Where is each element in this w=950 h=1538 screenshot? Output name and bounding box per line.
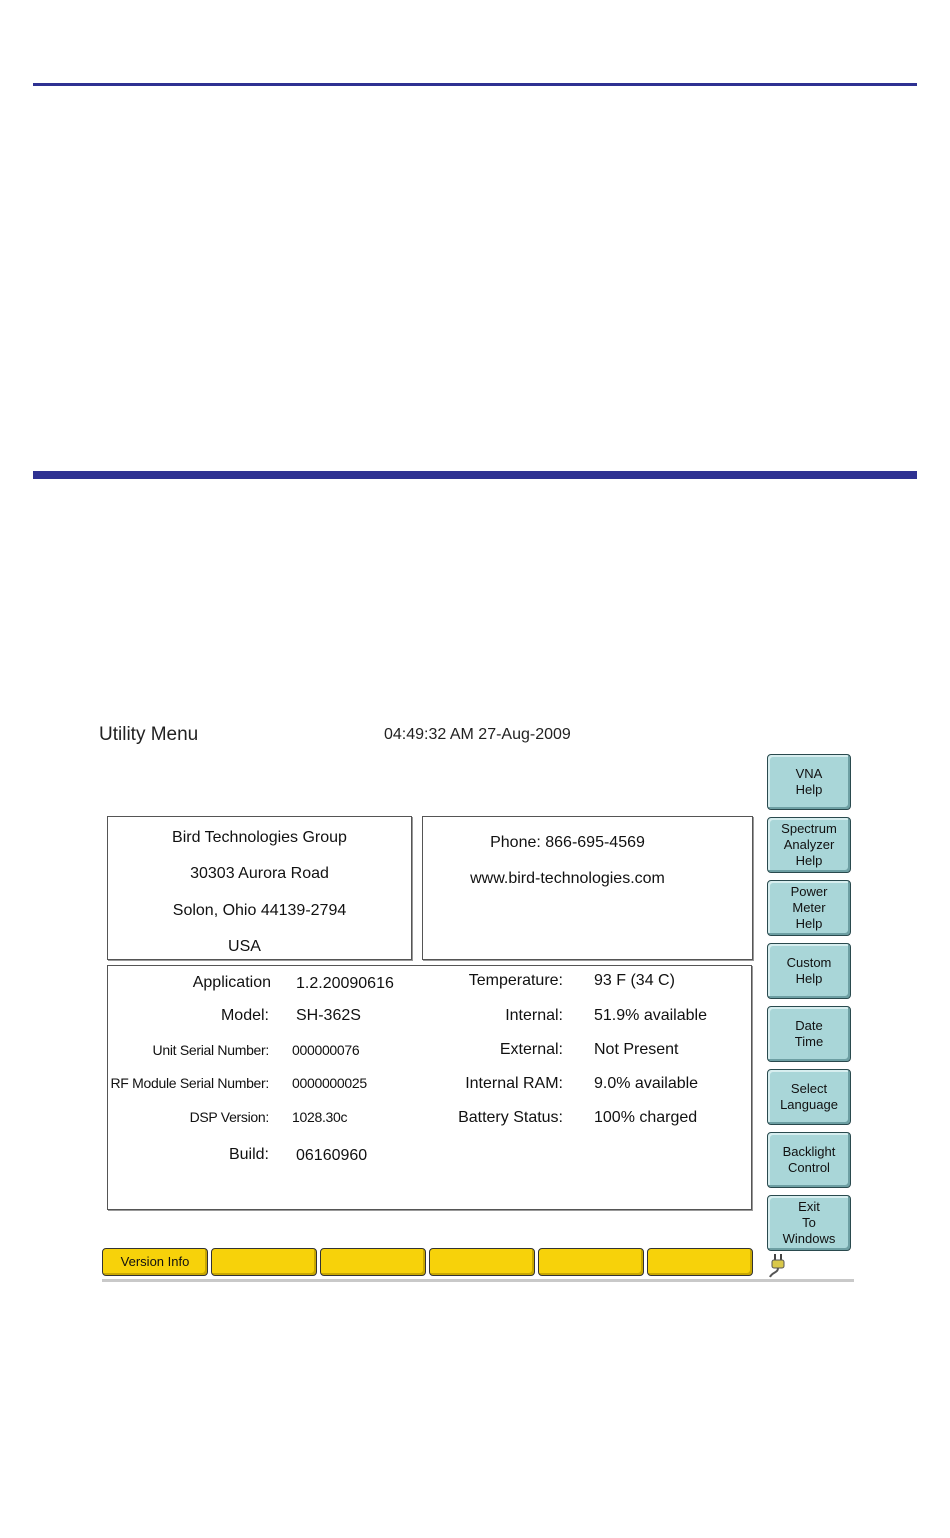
rf-module-serial-label: RF Module Serial Number: — [110, 1075, 269, 1091]
address-panel: Bird Technologies Group 30303 Aurora Roa… — [107, 816, 412, 960]
custom-help-button[interactable]: Custom Help — [767, 943, 851, 999]
website: www.bird-technologies.com — [470, 870, 665, 887]
build-value: 06160960 — [296, 1147, 368, 1164]
exit-to-windows-button[interactable]: Exit To Windows — [767, 1195, 851, 1251]
vna-help-button[interactable]: VNA Help — [767, 754, 851, 810]
date-time: 04:49:32 AM 27-Aug-2009 — [384, 726, 571, 743]
screen-title: Utility Menu — [99, 724, 199, 745]
tab-5[interactable] — [538, 1248, 644, 1276]
build-label: Build: — [228, 1146, 269, 1163]
model-label: Model: — [220, 1007, 269, 1024]
internal-storage-value: 51.9% available — [594, 1007, 707, 1024]
tab-6[interactable] — [647, 1248, 753, 1276]
contact-panel: Phone: 866-695-4569 www.bird-technologie… — [422, 816, 753, 960]
external-storage-label: External: — [499, 1041, 563, 1058]
tab-version-info[interactable]: Version Info — [102, 1248, 208, 1276]
utility-menu-screen: Utility Menu 04:49:32 AM 27-Aug-2009 Bir… — [96, 718, 858, 1284]
select-language-button[interactable]: Select Language — [767, 1069, 851, 1125]
application-label: Application — [192, 974, 271, 991]
model-value: SH-362S — [296, 1007, 361, 1024]
dsp-version-label: DSP Version: — [189, 1109, 270, 1125]
tab-4[interactable] — [429, 1248, 535, 1276]
battery-status-label: Battery Status: — [458, 1109, 563, 1126]
rf-module-serial-value: 0000000025 — [292, 1075, 367, 1091]
power-meter-help-button[interactable]: Power Meter Help — [767, 880, 851, 936]
tab-2[interactable] — [211, 1248, 317, 1276]
address-line-4: USA — [228, 938, 261, 955]
application-value: 1.2.20090616 — [296, 975, 394, 992]
version-info-panel: Application 1.2.20090616 Model: SH-362S … — [107, 965, 752, 1210]
address-line-2: 30303 Aurora Road — [190, 865, 329, 882]
unit-serial-value: 000000076 — [292, 1042, 360, 1058]
external-storage-value: Not Present — [594, 1041, 679, 1058]
backlight-control-button[interactable]: Backlight Control — [767, 1132, 851, 1188]
temperature-value: 93 F (34 C) — [594, 972, 675, 989]
status-bar-baseline — [102, 1279, 854, 1282]
date-time-button[interactable]: Date Time — [767, 1006, 851, 1062]
internal-storage-label: Internal: — [505, 1007, 563, 1024]
temperature-label: Temperature: — [468, 972, 563, 989]
internal-ram-value: 9.0% available — [594, 1075, 699, 1092]
section-rule — [33, 471, 917, 479]
address-line-3: Solon, Ohio 44139-2794 — [172, 902, 347, 919]
tab-3[interactable] — [320, 1248, 426, 1276]
address-line-1: Bird Technologies Group — [172, 829, 347, 846]
header-rule — [33, 83, 917, 86]
dsp-version-value: 1028.30c — [292, 1109, 348, 1125]
phone-number: Phone: 866-695-4569 — [490, 834, 645, 851]
plug-icon — [769, 1254, 785, 1278]
unit-serial-label: Unit Serial Number: — [152, 1042, 270, 1058]
internal-ram-label: Internal RAM: — [465, 1075, 563, 1092]
battery-status-value: 100% charged — [594, 1109, 698, 1126]
spectrum-analyzer-help-button[interactable]: Spectrum Analyzer Help — [767, 817, 851, 873]
